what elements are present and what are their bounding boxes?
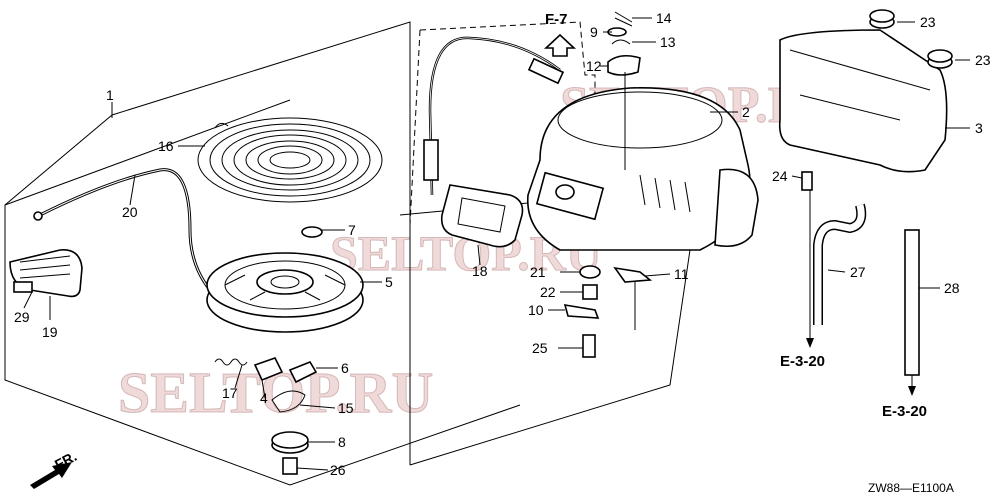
front-direction-arrow-icon — [30, 462, 72, 489]
bolt-25 — [582, 334, 596, 358]
callout-21: 21 — [530, 264, 546, 280]
callout-4: 4 — [260, 390, 268, 406]
callout-27: 27 — [850, 264, 866, 280]
small-parts-top — [607, 11, 641, 76]
callout-3: 3 — [975, 120, 983, 136]
callout-23a: 23 — [920, 14, 936, 30]
callout-29: 29 — [14, 309, 30, 325]
callout-17: 17 — [222, 385, 238, 401]
callout-20: 20 — [122, 204, 138, 220]
frame-line-3 — [4, 99, 291, 206]
up-arrow-icon — [543, 33, 577, 57]
callout-24: 24 — [772, 168, 788, 184]
starter-cover — [778, 29, 948, 173]
callout-11: 11 — [674, 266, 689, 282]
down-arrow-icon — [908, 386, 916, 396]
spiral-spring — [197, 117, 383, 203]
callout-12: 12 — [586, 58, 602, 74]
callout-1: 1 — [106, 87, 114, 103]
callout-6: 6 — [341, 360, 349, 376]
spring-13 — [611, 39, 631, 45]
callout-7: 7 — [348, 222, 356, 238]
reference-arrows — [30, 33, 916, 489]
callout-2: 2 — [742, 104, 750, 120]
starter-grip — [9, 249, 83, 298]
callout-22: 22 — [540, 284, 556, 300]
tubes — [801, 171, 920, 376]
collar-7 — [301, 226, 323, 238]
down-arrow-icon — [806, 338, 814, 348]
callout-19: 19 — [42, 324, 58, 340]
callout-9: 9 — [590, 24, 598, 40]
reference-bottom-left: E-3-20 — [780, 353, 825, 370]
callout-labels: 1 2 3 4 5 6 7 8 9 10 11 12 13 14 15 16 1… — [14, 10, 991, 478]
callout-23b: 23 — [975, 52, 991, 68]
callout-16: 16 — [158, 138, 174, 154]
pin-14 — [614, 11, 633, 27]
arm-11 — [613, 266, 653, 283]
tube-28 — [904, 229, 920, 376]
control-cable — [423, 36, 565, 196]
gasket — [440, 184, 524, 248]
callout-5: 5 — [385, 274, 393, 290]
collar-22 — [582, 284, 598, 300]
nut-21 — [579, 265, 601, 279]
arm-10 — [563, 304, 600, 319]
callout-25: 25 — [532, 340, 548, 356]
frame-line-1 — [111, 21, 411, 465]
callout-14: 14 — [656, 10, 672, 26]
leader-lines — [23, 17, 970, 471]
frame-line-2 — [4, 114, 521, 486]
small-parts-left — [214, 226, 323, 475]
ratchet-4 — [253, 357, 284, 382]
spring-17 — [214, 358, 248, 366]
guide-6 — [288, 361, 318, 384]
spring-15 — [271, 390, 306, 413]
callout-10: 10 — [528, 302, 544, 318]
starter-case — [527, 87, 759, 251]
small-parts-center — [563, 265, 653, 358]
grommets — [869, 9, 953, 69]
starter-reel — [206, 252, 364, 333]
callout-28: 28 — [944, 280, 960, 296]
reference-top: F-7 — [545, 11, 568, 28]
callout-13: 13 — [660, 34, 676, 50]
dashed-frame-2 — [409, 29, 421, 226]
diagram-code: ZW88—E1100A — [868, 481, 954, 495]
callout-8: 8 — [338, 434, 346, 450]
callout-15: 15 — [338, 400, 354, 416]
callout-18: 18 — [472, 263, 488, 279]
bolt-26 — [282, 457, 298, 475]
arm-12 — [607, 54, 641, 76]
reference-bottom-right: E-3-20 — [882, 403, 927, 420]
bolt-24 — [801, 171, 813, 191]
callout-26: 26 — [330, 462, 346, 478]
